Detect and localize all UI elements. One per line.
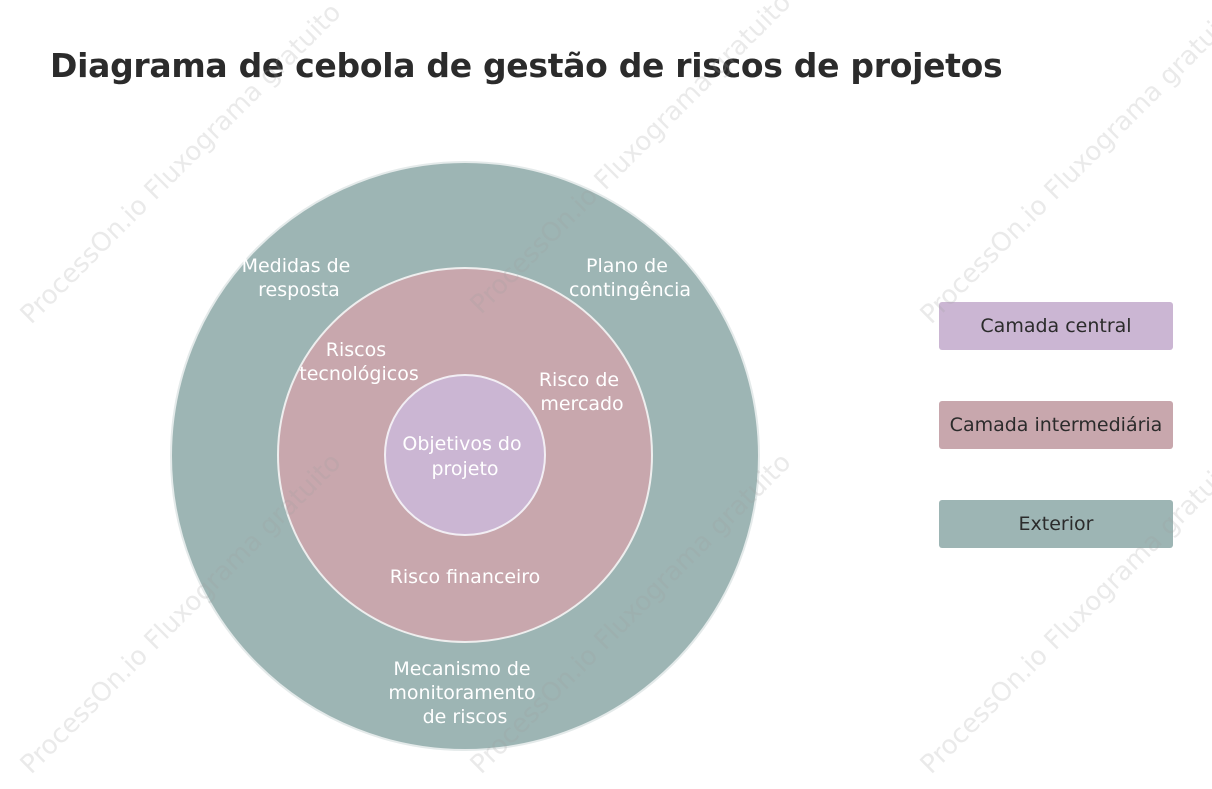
outer-label-risk-monitoring: Mecanismo de monitoramento de riscos [388,658,541,728]
outer-label-contingency-plan: Plano de contingência [569,255,691,301]
middle-label-financial-risk: Risco financeiro [390,566,541,588]
page-title: Diagrama de cebola de gestão de riscos d… [50,46,1003,85]
legend-intermediate-layer: Camada intermediária [939,401,1173,449]
legend-central-layer: Camada central [939,302,1173,350]
middle-label-tech-risks: Riscos tecnológicos [299,339,418,385]
middle-label-market-risk: Risco de mercado [539,369,625,415]
outer-label-response-measures: Medidas de resposta [242,255,357,301]
legend-exterior-layer: Exterior [939,500,1173,548]
core-label-project-goals: Objetivos do projeto [402,433,527,480]
core-ring[interactable] [384,374,546,536]
